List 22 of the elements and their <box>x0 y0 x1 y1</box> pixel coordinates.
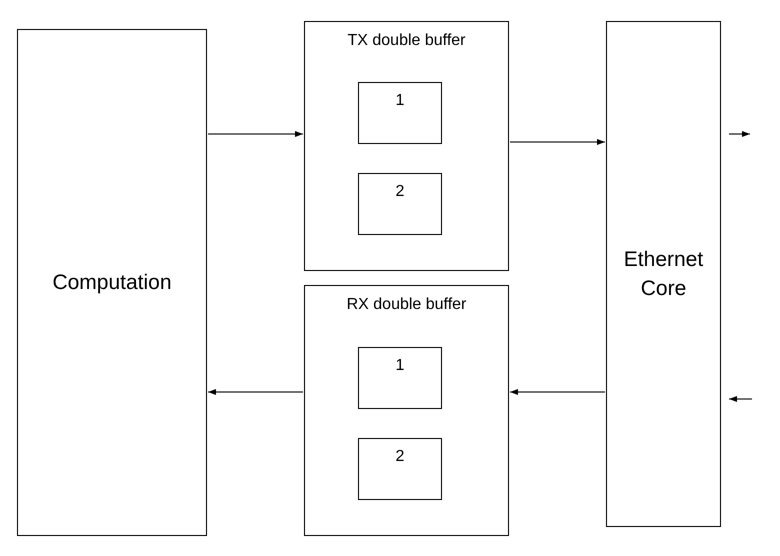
arrow <box>208 389 304 395</box>
box-label: 2 <box>394 182 406 202</box>
box-label: Ethernet Core <box>622 247 704 302</box>
arrow <box>728 131 750 137</box>
arrow <box>208 131 304 137</box>
box-label: 1 <box>394 356 406 376</box>
block-box <box>358 438 442 500</box>
box-label: Computation <box>51 270 173 296</box>
arrow <box>510 389 606 395</box>
buffer-box <box>304 21 509 271</box>
arrow <box>728 396 752 402</box>
buffer-box <box>304 285 509 536</box>
box-label: RX double buffer <box>346 295 468 315</box>
block-box <box>358 173 442 235</box>
block-box <box>358 347 442 409</box>
block-box <box>606 21 721 527</box>
box-label: 1 <box>394 91 406 111</box>
box-label: 2 <box>394 447 406 467</box>
arrow <box>510 139 606 145</box>
block-box <box>17 29 207 536</box>
box-label: TX double buffer <box>346 31 466 51</box>
block-box <box>358 82 442 144</box>
